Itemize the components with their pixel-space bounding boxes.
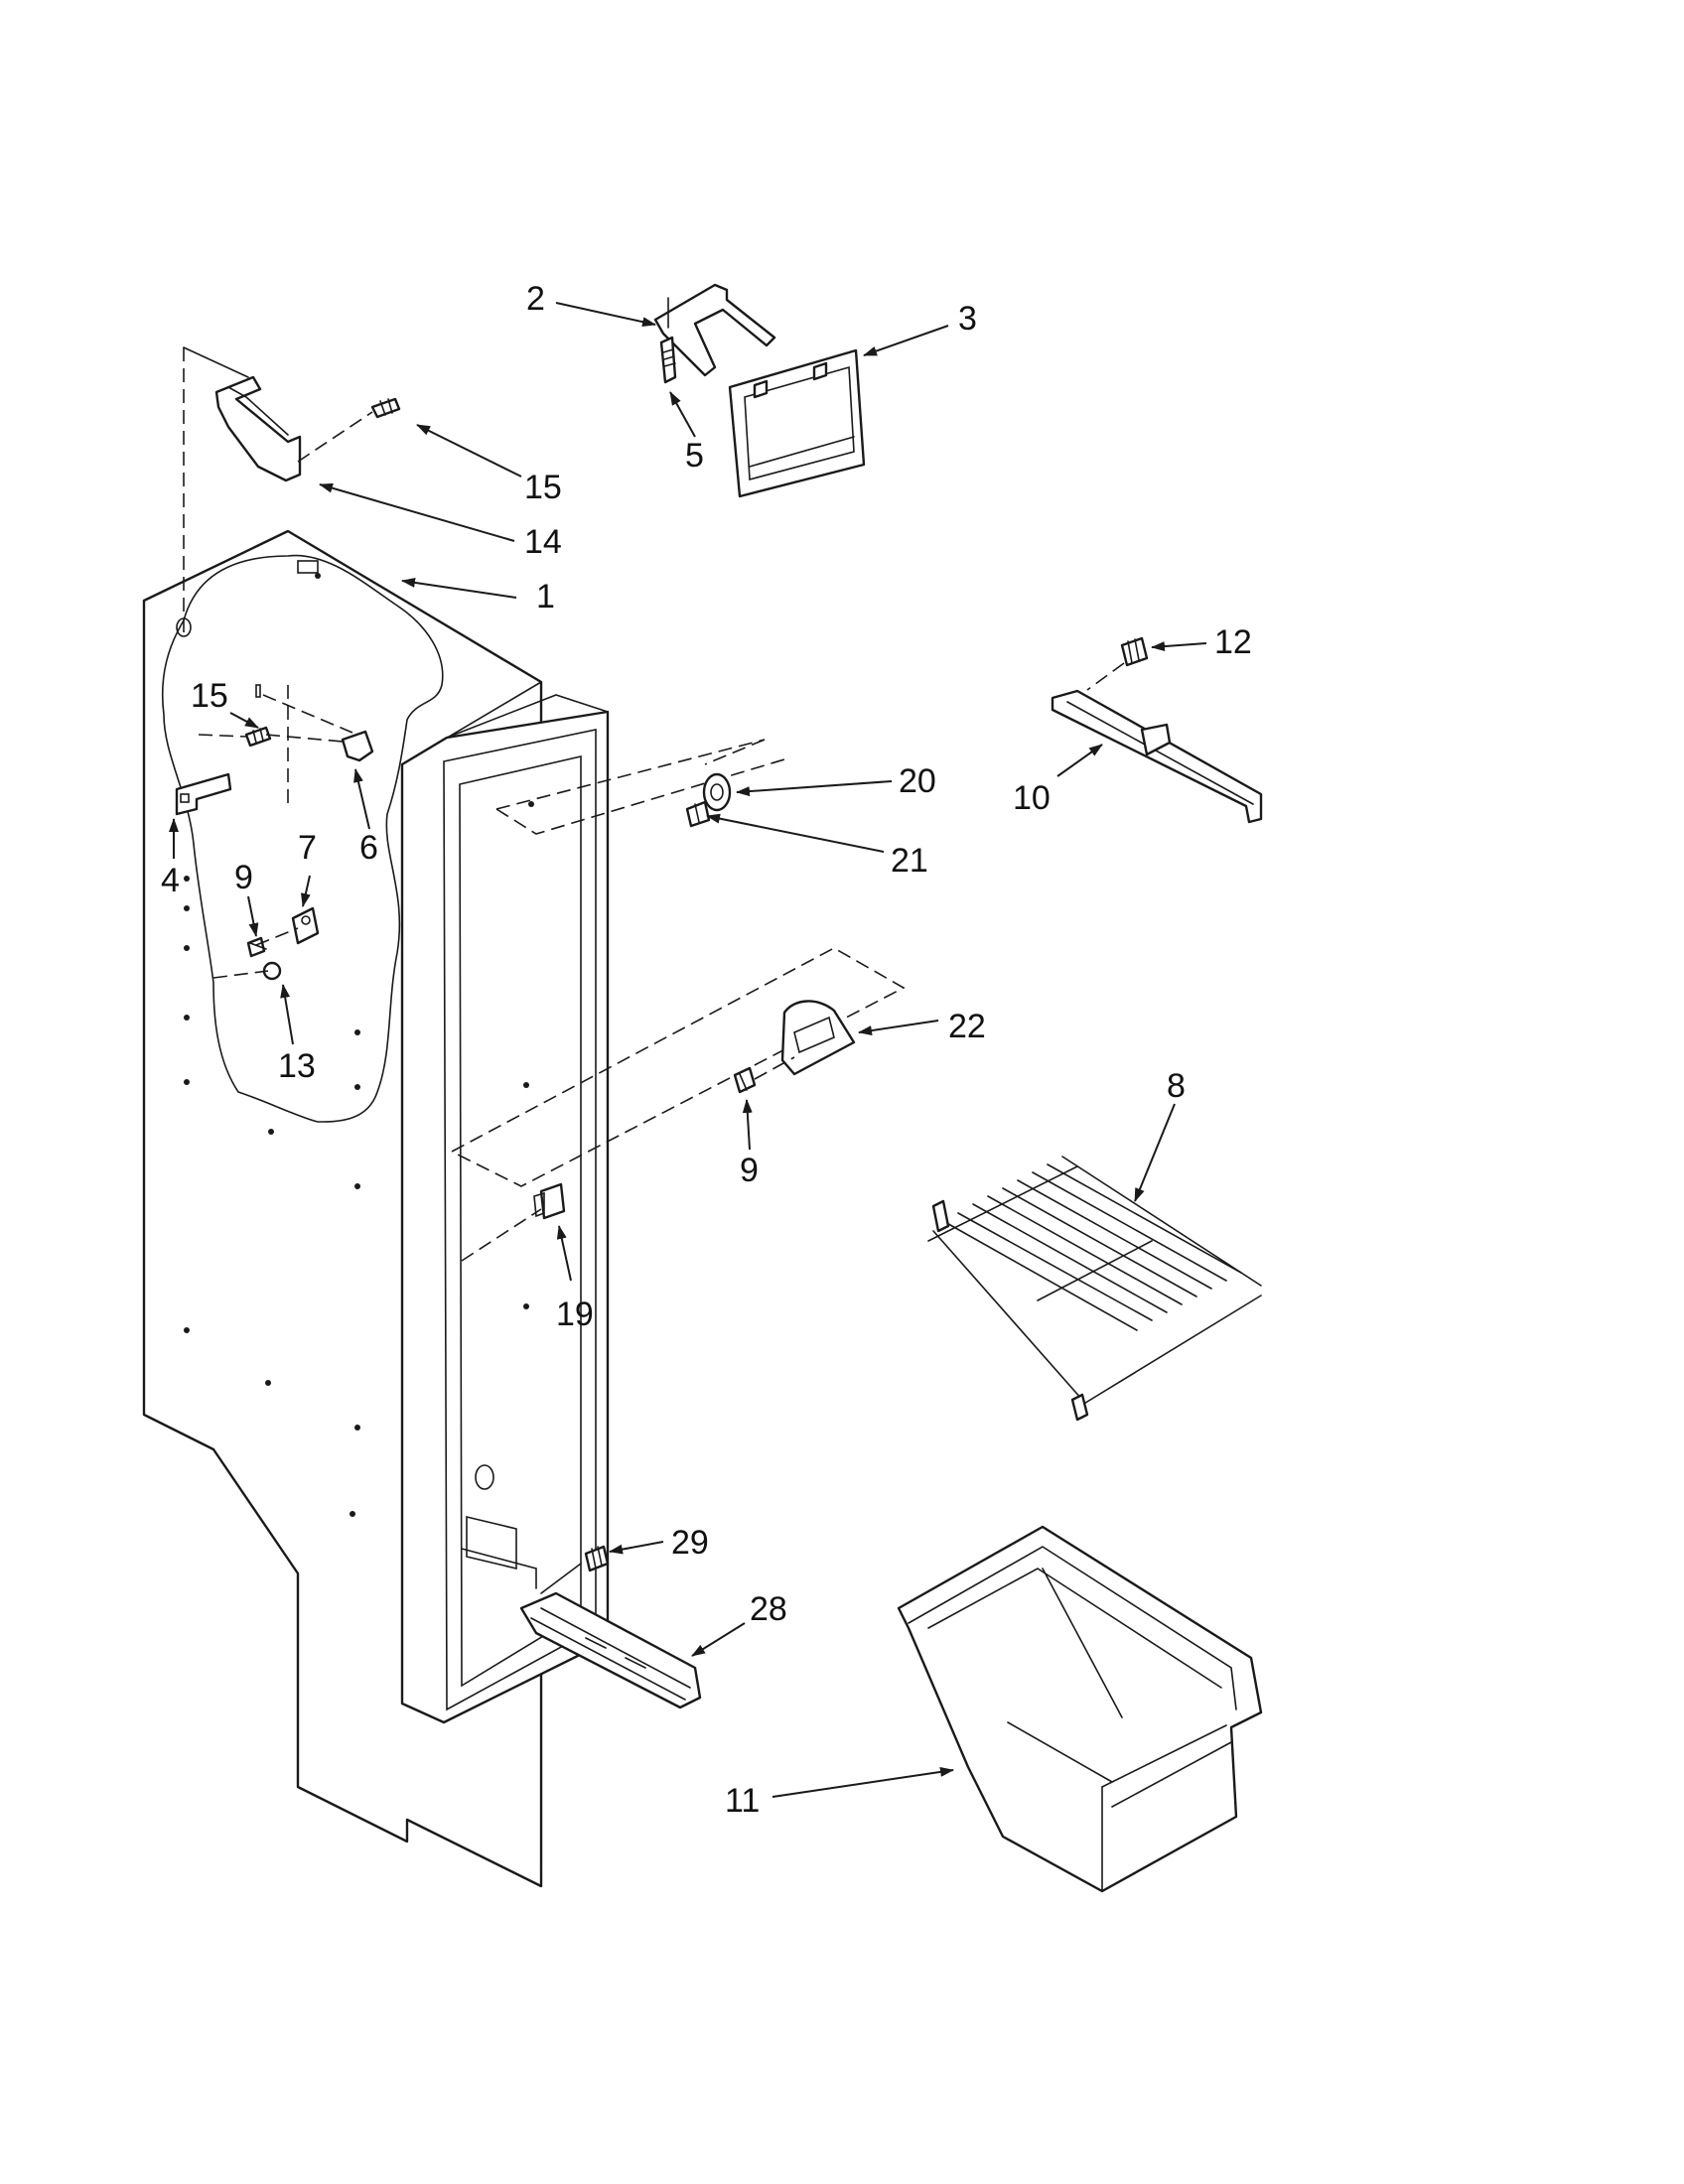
callout-6: 6 bbox=[359, 829, 378, 867]
freezer-liner bbox=[142, 529, 610, 1888]
callout-2: 2 bbox=[526, 280, 545, 318]
callout-15-left: 15 bbox=[191, 677, 228, 715]
wire-shelf bbox=[927, 1156, 1262, 1422]
support-rail bbox=[1051, 636, 1263, 824]
leader-lines bbox=[169, 302, 1207, 1798]
callout-29: 29 bbox=[671, 1524, 709, 1562]
callout-7: 7 bbox=[298, 829, 317, 867]
callout-3: 3 bbox=[958, 300, 977, 338]
drain-trough bbox=[519, 1545, 702, 1709]
callout-19: 19 bbox=[556, 1296, 594, 1333]
callout-21: 21 bbox=[891, 842, 928, 880]
interior-hardware bbox=[175, 684, 374, 981]
storage-bin bbox=[897, 1525, 1263, 1893]
side-clip bbox=[461, 1182, 566, 1262]
shelf-support bbox=[451, 947, 906, 1187]
rail-bracket bbox=[653, 283, 776, 384]
callout-10: 10 bbox=[1013, 779, 1051, 817]
callout-labels: 1 2 3 4 5 6 7 8 9 9 10 11 12 13 14 15 15… bbox=[161, 280, 1252, 1820]
callout-28: 28 bbox=[750, 1590, 787, 1628]
callout-13: 13 bbox=[278, 1047, 316, 1085]
callout-12: 12 bbox=[1214, 623, 1252, 661]
callout-9-right: 9 bbox=[740, 1152, 759, 1189]
callout-1: 1 bbox=[536, 578, 555, 615]
callout-15-top: 15 bbox=[524, 469, 562, 506]
callout-4: 4 bbox=[161, 862, 180, 899]
callout-11: 11 bbox=[725, 1782, 760, 1820]
callout-14: 14 bbox=[524, 523, 562, 561]
callout-9-left: 9 bbox=[234, 859, 253, 896]
callout-8: 8 bbox=[1167, 1067, 1186, 1105]
right-wall-hardware bbox=[495, 739, 785, 835]
upper-bracket bbox=[183, 346, 401, 635]
callout-22: 22 bbox=[948, 1008, 986, 1045]
callout-20: 20 bbox=[899, 762, 936, 800]
pan-cover bbox=[728, 348, 866, 498]
callout-5: 5 bbox=[685, 437, 704, 475]
